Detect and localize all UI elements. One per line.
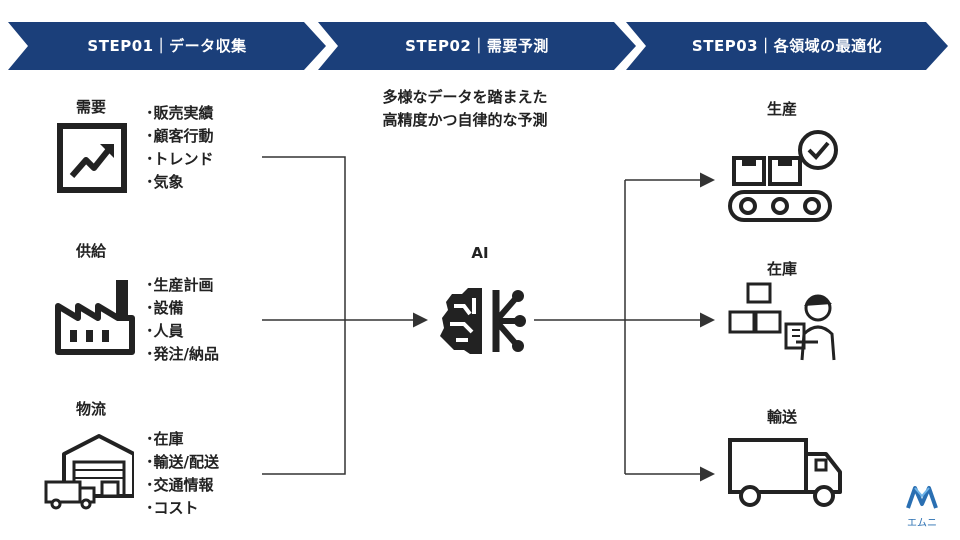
demand-item: トレンド <box>146 148 214 171</box>
demand-item: 販売実績 <box>146 102 214 125</box>
factory-icon <box>55 280 135 355</box>
logo-text: エムニ <box>907 518 937 529</box>
ai-description: 多様なデータを踏まえた 高精度かつ自律的な予測 <box>340 86 590 132</box>
ai-description-line1: 多様なデータを踏まえた <box>382 88 548 106</box>
step01-banner: STEP01｜データ収集 <box>8 22 326 70</box>
transport-title: 輸送 <box>766 408 797 426</box>
supply-item: 設備 <box>146 297 219 320</box>
production-title: 生産 <box>766 100 797 118</box>
supply-item: 発注/納品 <box>146 343 219 366</box>
demand-item: 顧客行動 <box>146 125 214 148</box>
supply-title: 供給 <box>76 242 107 260</box>
supply-items: 生産計画 設備 人員 発注/納品 <box>146 274 219 366</box>
demand-item: 気象 <box>146 171 214 194</box>
logistics-items: 在庫 輸送/配送 交通情報 コスト <box>146 428 219 520</box>
worker-boxes-icon <box>728 282 836 361</box>
ai-brain-icon <box>440 288 526 354</box>
supply-item: 生産計画 <box>146 274 219 297</box>
warehouse-truck-icon <box>44 434 134 510</box>
inventory-title: 在庫 <box>766 260 797 278</box>
step03-label: STEP03｜各領域の最適化 <box>691 37 883 55</box>
step03-banner: STEP03｜各領域の最適化 <box>626 22 948 70</box>
logistics-item: コスト <box>146 497 219 520</box>
demand-items: 販売実績 顧客行動 トレンド 気象 <box>146 102 214 194</box>
conveyor-icon <box>728 130 838 222</box>
step01-label: STEP01｜データ収集 <box>87 37 247 55</box>
logistics-item: 在庫 <box>146 428 219 451</box>
emuni-logo-icon <box>906 486 938 509</box>
ai-description-line2: 高精度かつ自律的な予測 <box>382 111 548 129</box>
step02-label: STEP02｜需要予測 <box>405 37 549 55</box>
delivery-truck-icon <box>728 438 842 507</box>
logistics-item: 輸送/配送 <box>146 451 219 474</box>
supply-item: 人員 <box>146 320 219 343</box>
logistics-item: 交通情報 <box>146 474 219 497</box>
trend-chart-icon <box>57 123 127 193</box>
step02-banner: STEP02｜需要予測 <box>318 22 636 70</box>
logistics-title: 物流 <box>76 400 107 418</box>
ai-label: AI <box>471 244 489 262</box>
demand-title: 需要 <box>76 98 107 116</box>
